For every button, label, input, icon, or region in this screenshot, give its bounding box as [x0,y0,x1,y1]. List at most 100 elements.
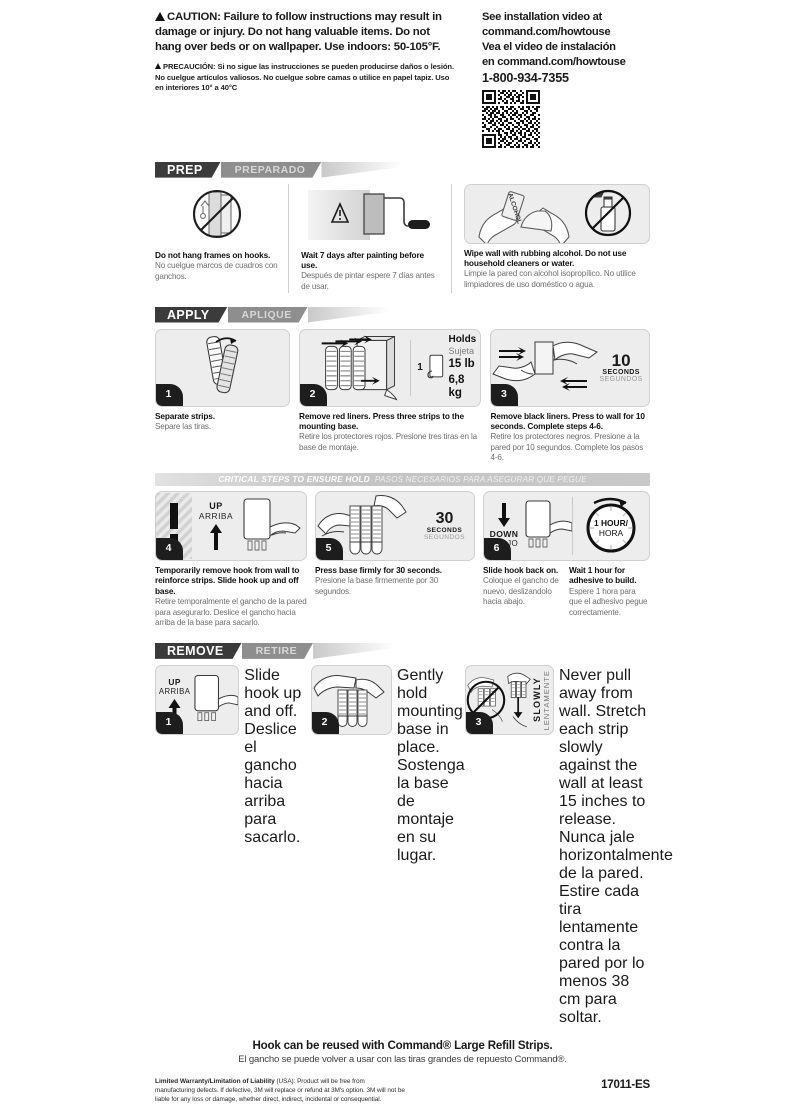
critical-step-5-sp: Presione la base firmemente por 30 segun… [315,576,439,596]
remove-step-2-sp: Sostenga la base de montaje en su lugar. [397,756,465,864]
wait-one-hour-clock: 1 HOUR/ HORA [573,495,649,557]
warning-triangle-icon [155,12,165,21]
top-block: CAUTION: Failure to follow instructions … [155,10,650,148]
holds-sp: Sujeta [448,345,474,356]
slowly-sp: LENTAMENTE [542,669,551,731]
remove-step-3-caption: Never pull away from wall. Stretch each … [559,665,673,1027]
critical-step-6-en: Slide hook back on. [483,564,559,575]
clock-label-en: 1 HOUR/ [594,518,629,528]
press-base-panel: 30 SECONDS SEGUNDOS 5 [315,490,475,561]
prep-step-3-caption: Wipe wall with rubbing alcohol. Do not u… [464,248,650,291]
reuse-sp: El gancho se puede volver a usar con las… [238,1053,567,1065]
remove-step-3-sp: Nunca jale horizontalmente de la pared. … [559,828,673,1026]
timer-30-seconds: 30 SECONDS SEGUNDOS [424,509,469,541]
reuse-note: Hook can be reused with Command® Large R… [155,1039,650,1065]
step-badge: 3 [491,383,519,406]
section-header-remove: REMOVE RETIRE [155,642,650,659]
remove-step-2-en: Gently hold mounting base in place. [397,666,463,756]
timer-en: SECONDS [602,369,640,376]
apply-step-3-sp: Retire los protectores negros. Presione … [490,432,644,463]
apply-step-1-caption: Separate strips. Separe las tiras. [155,411,290,433]
remove-steps: UP ARRIBA 1 Slide hook up and off. Desli… [155,664,673,1027]
press-to-wall-panel: 10 SECONDS SEGUNDOS 3 [490,328,650,407]
caution-block: CAUTION: Failure to follow instructions … [155,10,455,94]
apply-step-1-sp: Separe las tiras. [155,421,211,431]
wait-one-hour-en: Wait 1 hour for adhesive to build. [569,564,637,586]
hook-icon [427,354,444,378]
prep-step-3-sp: Limpie la pared con alcohol isopropílico… [464,269,636,289]
separate-strips-icon: 1 [155,328,290,407]
warranty-text: Limited Warranty/Limitation of Liability… [155,1077,405,1104]
critical-step-6: DOWN ABAJO [483,490,650,629]
apply-step-2: 1 Holds Sujeta 15 lb 6,8 kg 2 Remove red… [299,328,482,464]
apply-label-sp: APLIQUE [228,307,308,323]
timer-value: 30 [435,509,454,527]
direction-up-en: UP [168,676,181,687]
remove-step-1-sp: Deslice el gancho hacia arriba para saca… [244,720,301,846]
remove-step-2-caption: Gently hold mounting base in place. Sost… [397,665,465,865]
direction-up-en: UP [209,501,223,512]
holds-kg: 6,8 kg [448,373,465,400]
apply-steps: 1 Separate strips. Separe las tiras. [155,328,650,464]
arrow-up-icon [168,698,181,723]
apply-step-3: 10 SECONDS SEGUNDOS 3 Remove black liner… [490,328,650,464]
remove-step-3-en: Never pull away from wall. Stretch each … [559,666,647,828]
header-tail [321,161,442,178]
caution-english: CAUTION: Failure to follow instructions … [155,10,455,55]
prep-step-2-en: Wait 7 days after painting before use. [301,249,425,271]
timer-en: SECONDS [426,526,463,534]
critical-steps-banner: CRITICAL STEPS TO ENSURE HOLD PASOS NECE… [155,472,650,486]
critical-banner-en: CRITICAL STEPS TO ENSURE HOLD [218,474,370,485]
prep-step-1-sp: No cuelgue marcos de cuadros con ganchos… [155,261,278,281]
prep-step-3-en: Wipe wall with rubbing alcohol. Do not u… [464,247,627,269]
critical-step-4: UP ARRIBA 4 Temporarily remove hook from… [155,490,307,629]
direction-up: UP ARRIBA [156,677,193,723]
caution-english-text: CAUTION: Failure to follow instructions … [155,11,442,54]
apply-step-1-en: Separate strips. [155,410,215,421]
remove-step-3: SLOWLY LENTAMENTE 3 Never pull away from… [465,664,673,1027]
timer-10-seconds: 10 SECONDS SEGUNDOS [599,352,646,383]
no-frames-on-hooks-icon [155,184,278,246]
qr-code[interactable] [482,89,540,148]
slide-hook-back-panel: DOWN ABAJO [483,490,650,561]
video-line-4[interactable]: en command.com/howtouse [482,55,626,68]
prep-label-sp: PREPARADO [221,162,322,178]
slowly-en: SLOWLY [532,677,542,723]
holds-capacity: 1 Holds Sujeta 15 lb 6,8 kg [411,334,480,401]
hold-base-in-place-icon [313,674,385,727]
slowly-label: SLOWLY LENTAMENTE [532,670,553,731]
divider [288,183,290,293]
video-line-2[interactable]: command.com/howtouse [482,25,611,38]
apply-step-3-en: Remove black liners. Press to wall for 1… [490,410,645,431]
prep-step-1-en: Do not hang frames on hooks. [155,249,271,260]
part-number: 17011-ES [601,1078,650,1091]
step-badge: 1 [156,711,183,734]
critical-step-6-sp: Coloque el gancho de nuevo, deslizandolo… [483,576,559,607]
timer-value: 10 [611,351,631,370]
prep-step-3: ALCOHOL Wipe wall with rubbing alco [452,183,651,293]
prep-label-en: PREP [155,162,221,178]
remove-step-1-caption: Slide hook up and off. Deslice el gancho… [244,665,305,847]
remove-step-1-en: Slide hook up and off. [244,666,302,720]
holds-en: Holds [448,333,477,345]
header-tail [313,642,434,659]
video-line-1: See installation video at [482,11,602,23]
caution-spanish-text: PRECAUCIÓN: Si no sigue las instruccione… [155,62,454,93]
critical-step-5-caption: Press base firmly for 30 seconds. Presio… [315,565,475,597]
stretch-strip-panel: SLOWLY LENTAMENTE 3 [465,664,554,735]
step-badge: 2 [312,711,339,734]
direction-up-sp: ARRIBA [198,511,234,522]
arrow-up-icon [210,524,222,551]
press-strips-to-base-panel: 1 Holds Sujeta 15 lb 6,8 kg 2 [299,328,482,407]
critical-step-5: 30 SECONDS SEGUNDOS 5 Press base firmly … [315,490,475,629]
press-to-wall-icon [492,341,599,391]
holds-lb: 15 lb [448,358,475,371]
slide-hook-up-off-icon [243,498,301,551]
hold-base-panel: 2 [311,664,392,735]
divider [451,183,453,293]
instruction-sheet: CAUTION: Failure to follow instructions … [155,10,673,1104]
prep-step-2: Wait 7 days after painting before use. D… [289,184,451,293]
timer-sp: SEGUNDOS [599,376,643,383]
hook-and-base-icon [194,674,239,721]
section-header-prep: PREP PREPARADO [155,161,650,178]
